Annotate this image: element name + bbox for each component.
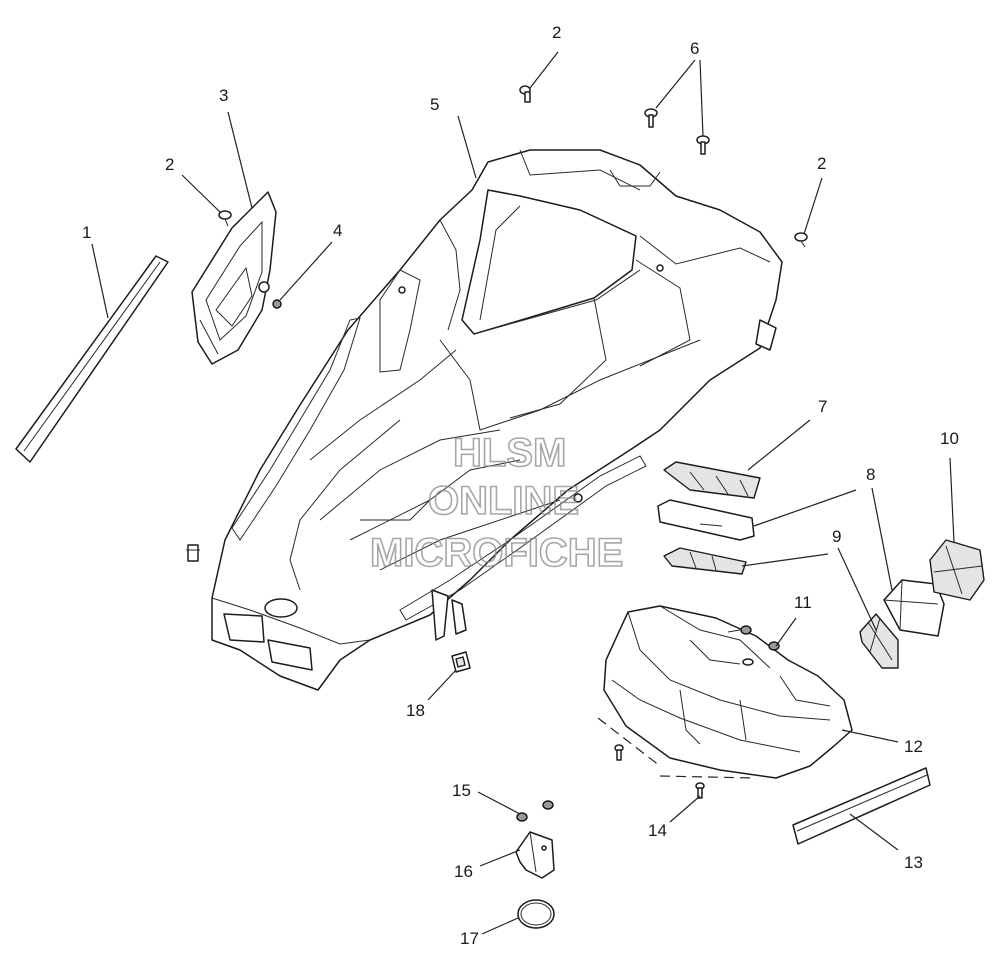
callout-1: 1 [82,223,91,242]
part-4-fastener [272,299,282,309]
callout-3: 3 [219,86,228,105]
part-6-screw-b [696,135,710,155]
part-8-foam-block-square [883,579,945,637]
part-15-nut-a [516,812,528,822]
callout-13: 13 [904,853,923,872]
clip-left [186,544,200,562]
part-17-o-ring [517,899,555,929]
watermark-line-2: ONLINE [428,479,579,523]
part-11-screw-b [768,641,780,651]
part-13-decal-strip [792,767,931,845]
callout-11: 11 [794,593,812,612]
callout-17: 17 [460,929,479,948]
callout-10: 10 [940,429,959,448]
part-14-screw-right [695,782,705,799]
part-8-foam-block-long [657,499,755,541]
part-7-grille [663,461,761,499]
callout-4: 4 [333,221,342,240]
callout-2-top: 2 [552,23,561,42]
callout-6: 6 [690,39,699,58]
callout-2-right: 2 [817,154,826,173]
callout-16: 16 [454,862,473,881]
callout-2-left: 2 [165,155,174,174]
callout-labels: 1 2 2 2 3 4 5 6 7 8 9 10 11 12 13 14 15 … [82,23,959,948]
part-2-push-rivet-right [794,232,808,248]
part-5-hood [211,149,783,691]
leader-lines [91,51,955,935]
callout-15: 15 [452,781,471,800]
watermark-line-1: HLSM [453,431,566,475]
part-1-decal-strip [15,255,169,463]
callout-9: 9 [832,527,841,546]
watermark-line-3: MICROFICHE [370,531,623,575]
part-3-side-panel [191,191,277,365]
callout-5: 5 [430,95,439,114]
part-2-push-rivet-top [519,85,531,103]
callout-18: 18 [406,701,425,720]
watermark: HLSM ONLINE MICROFICHE [369,430,624,576]
part-10-filter-screen [929,539,985,601]
callout-7: 7 [818,397,827,416]
callout-8: 8 [866,465,875,484]
callout-12: 12 [904,737,923,756]
part-6-screw-a [644,108,658,128]
part-12-airbox [603,605,853,779]
part-16-bracket [515,831,555,879]
callout-14: 14 [648,821,667,840]
part-11-screw-a [727,625,752,635]
part-18-clip [451,651,471,673]
part-14-screw-left [614,744,624,761]
part-9-screen-long [663,547,747,575]
part-9-screen-square [859,613,899,669]
part-15-nut-b [542,800,554,810]
airbox-dashed-leaders [597,717,757,779]
part-2-push-rivet-left [218,210,232,227]
